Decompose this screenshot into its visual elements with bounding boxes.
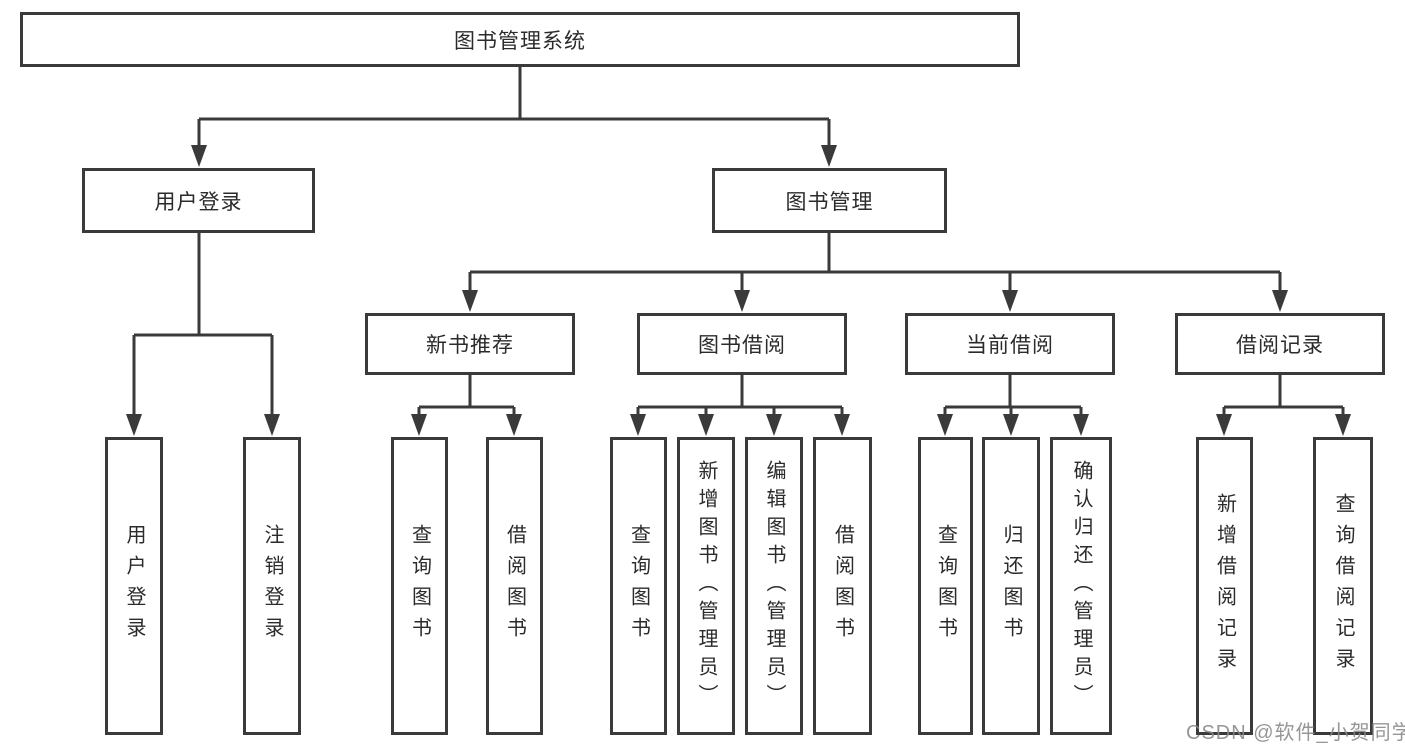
node-user-login: 用户登录 xyxy=(82,168,315,233)
csdn-watermark: CSDN @软件_小贺同学 xyxy=(1186,722,1405,744)
leaf-confirm-return-admin: 确认归还（管理员） xyxy=(1050,437,1112,735)
leaf-borrow-books-recommend: 借阅图书 xyxy=(486,437,543,735)
leaf-edit-books-admin: 编辑图书（管理员） xyxy=(745,437,803,735)
leaf-logout: 注销登录 xyxy=(243,437,301,735)
leaf-return-books: 归还图书 xyxy=(982,437,1040,735)
node-current-borrowing: 当前借阅 xyxy=(905,313,1115,375)
node-library-system: 图书管理系统 xyxy=(20,12,1020,67)
leaf-user-login: 用户登录 xyxy=(105,437,163,735)
node-book-borrowing: 图书借阅 xyxy=(637,313,847,375)
leaf-query-books-borrowing: 查询图书 xyxy=(610,437,667,735)
leaf-add-books-admin: 新增图书（管理员） xyxy=(677,437,735,735)
leaf-query-books-current: 查询图书 xyxy=(918,437,973,735)
leaf-query-borrow-record: 查询借阅记录 xyxy=(1313,437,1373,735)
arrowheads xyxy=(126,145,1351,436)
node-new-book-recommendation: 新书推荐 xyxy=(365,313,575,375)
leaf-add-borrow-record: 新增借阅记录 xyxy=(1196,437,1253,735)
node-borrowing-records: 借阅记录 xyxy=(1175,313,1385,375)
leaf-borrow-books-borrowing: 借阅图书 xyxy=(813,437,872,735)
node-book-management: 图书管理 xyxy=(712,168,947,233)
leaf-query-books-recommend: 查询图书 xyxy=(391,437,448,735)
